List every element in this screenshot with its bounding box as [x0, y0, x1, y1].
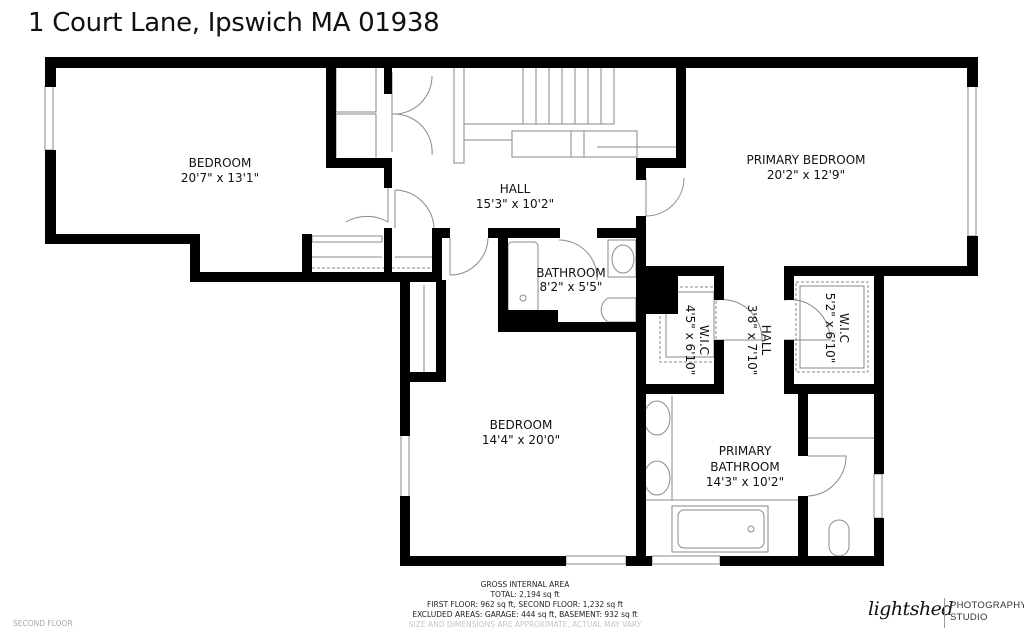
room-name: BEDROOM: [490, 418, 553, 432]
room-name: BATHROOM: [536, 266, 605, 280]
floor-label: SECOND FLOOR: [13, 619, 73, 628]
room-dims: 3'8" x 7'10": [745, 305, 759, 376]
brand-line1: PHOTOGRAPHY: [950, 600, 1024, 611]
room-name: PRIMARY BEDROOM: [746, 153, 865, 167]
door-swing: [449, 237, 489, 276]
room-name: W.I.C: [697, 325, 711, 355]
area-floors: FIRST FLOOR: 962 sq ft, SECOND FLOOR: 1,…: [426, 600, 624, 609]
walls: [45, 57, 978, 566]
area-heading: GROSS INTERNAL AREA: [480, 580, 570, 589]
room-name: HALL: [759, 325, 773, 356]
room-name: PRIMARY: [719, 444, 772, 458]
room-dims: 20'7" x 13'1": [181, 171, 259, 185]
page-title: 1 Court Lane, Ipswich MA 01938: [28, 8, 440, 38]
room-dims: 14'3" x 10'2": [706, 475, 784, 489]
room-dims: 14'4" x 20'0": [482, 433, 560, 447]
room-dims: 15'3" x 10'2": [476, 197, 554, 211]
brand-line2: STUDIO: [950, 612, 988, 623]
door-swing: [558, 239, 598, 281]
area-excluded: EXCLUDED AREAS: GARAGE: 444 sq ft, BASEM…: [412, 610, 638, 619]
room-dims: 4'5" x 6'10": [683, 305, 697, 376]
area-total: TOTAL: 2,194 sq ft: [490, 590, 560, 599]
door-swing: [345, 182, 389, 223]
room-name: HALL: [500, 182, 531, 196]
brand-script: lightshed: [868, 598, 954, 620]
door-swing: [645, 177, 685, 217]
room-dims: 20'2" x 12'9": [767, 168, 845, 182]
door-swing: [394, 189, 435, 229]
room-name: W.I.C: [837, 313, 851, 343]
brand-studio: PHOTOGRAPHY STUDIO: [950, 600, 1024, 624]
area-disclaimer: SIZE AND DIMENSIONS ARE APPROXIMATE, ACT…: [408, 620, 642, 629]
room-labels: BEDROOM 20'7" x 13'1" HALL 15'3" x 10'2"…: [181, 153, 866, 489]
staircase: [453, 65, 677, 164]
room-name-2: BATHROOM: [710, 460, 779, 474]
brand-logo: lightshed PHOTOGRAPHY STUDIO: [868, 596, 1024, 630]
room-dims: 5'2" x 6'10": [823, 293, 837, 364]
area-summary: GROSS INTERNAL AREA TOTAL: 2,194 sq ft F…: [380, 580, 670, 630]
brand-divider: [944, 598, 945, 628]
room-name: BEDROOM: [189, 156, 252, 170]
room-dims: 8'2" x 5'5": [540, 280, 603, 294]
fixtures: [311, 65, 874, 557]
